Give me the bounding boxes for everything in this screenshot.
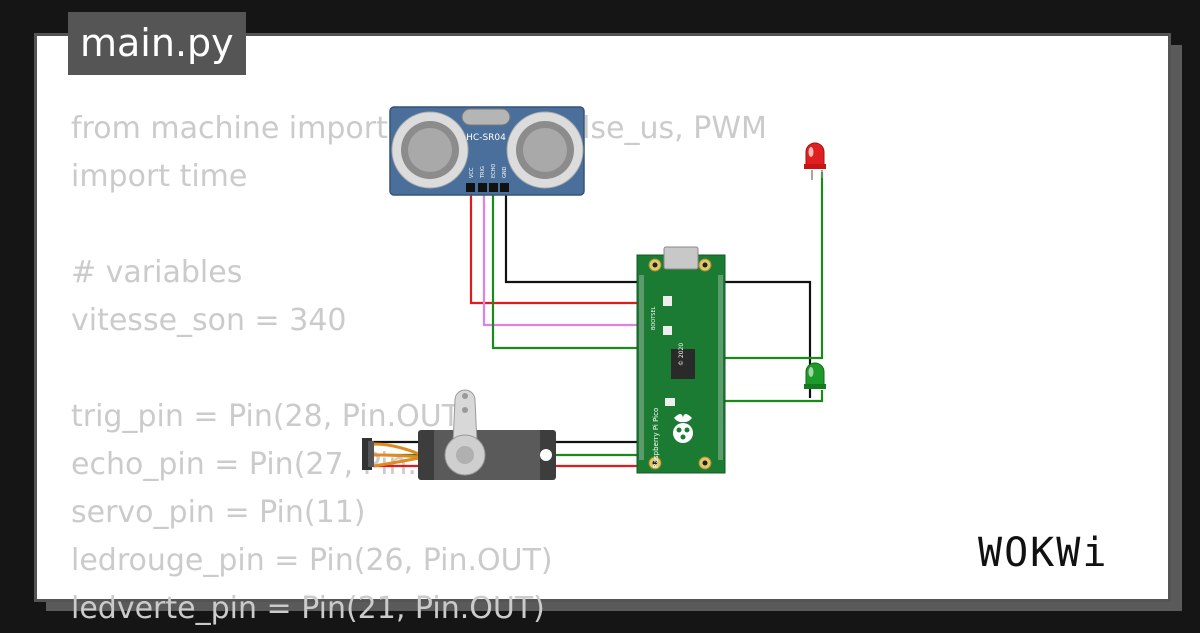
wire-red-led (722, 172, 824, 360)
pico-header-pins (639, 275, 723, 460)
filename-tab: main.py (68, 12, 246, 75)
code-line: import time (71, 159, 248, 194)
board-year: © 2020 (678, 343, 685, 366)
code-line: servo_pin = Pin(11) (71, 495, 366, 530)
ultrasonic-transducer-icon (391, 111, 584, 189)
pin-label-trig: TRIG (480, 166, 486, 179)
preview-card: from machine import Pin, time_pulse_us, … (34, 33, 1171, 626)
wires (372, 172, 824, 468)
code-listing: from machine import Pin, time_pulse_us, … (71, 105, 767, 633)
sensor-pins (466, 183, 509, 192)
code-line: ledrouge_pin = Pin(26, Pin.OUT) (71, 543, 553, 578)
sensor-label: HC-SR04 (466, 133, 506, 143)
servo-motor[interactable] (362, 389, 556, 480)
usb-port-icon (663, 246, 699, 270)
green-led[interactable] (804, 362, 826, 389)
raspberry-pi-logo-icon (673, 414, 693, 443)
pin-label-echo: ECHO (491, 164, 497, 178)
wire-green-led (722, 390, 824, 403)
board-label: Raspberry Pi Pico (652, 408, 660, 468)
wokwi-logo: WOKWi (978, 530, 1109, 576)
code-line: vitesse_son = 340 (71, 303, 347, 338)
code-line: ledverte_pin = Pin(21, Pin.OUT) (71, 591, 545, 626)
pin-label-gnd: GND (502, 166, 508, 178)
ultrasonic-sensor[interactable]: HC-SR04 VCC TRIG ECHO GND (389, 106, 585, 196)
code-line: trig_pin = Pin(28, Pin.OUT) (71, 399, 472, 434)
pico-board[interactable]: BOOTSEL © 2020 Raspberry Pi Pico (636, 246, 726, 474)
bootsel-label: BOOTSEL (651, 306, 657, 330)
red-led[interactable] (804, 142, 826, 180)
pin-label-vcc: VCC (469, 167, 475, 178)
code-line: # variables (71, 255, 243, 290)
